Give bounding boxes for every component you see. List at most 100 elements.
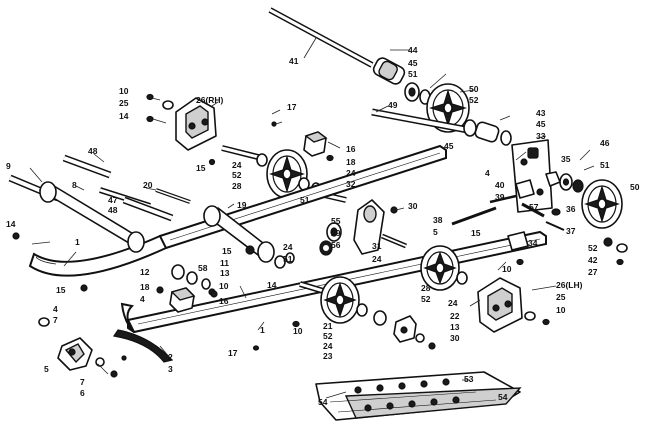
washer-13-mid bbox=[201, 278, 211, 290]
callout-51-c: 51 bbox=[600, 160, 610, 170]
shaft-41 bbox=[268, 7, 374, 68]
pivot-bracket-26rh bbox=[175, 97, 217, 151]
bracket-34 bbox=[507, 231, 529, 251]
callout-48-a: 48 bbox=[88, 146, 98, 156]
callout-24-a: 24 bbox=[232, 160, 242, 170]
callout-6: 6 bbox=[80, 388, 85, 398]
callout-17-b: 17 bbox=[228, 348, 238, 358]
callout-50-b: 50 bbox=[630, 182, 640, 192]
rod-48-upper bbox=[62, 154, 112, 179]
washer-4-left bbox=[38, 317, 50, 327]
callout-12: 12 bbox=[140, 267, 150, 277]
callout-54-b: 54 bbox=[498, 392, 508, 402]
callout-52-d: 52 bbox=[588, 243, 598, 253]
wear-strip-2 bbox=[112, 329, 174, 363]
callout-14-c: 14 bbox=[267, 280, 277, 290]
callout-4-a: 4 bbox=[485, 168, 490, 178]
callout-36: 36 bbox=[566, 204, 576, 214]
callout-14-a: 14 bbox=[119, 111, 129, 121]
bolt-37 bbox=[545, 221, 565, 231]
bolt-10-top-left bbox=[146, 93, 161, 101]
callout-4-c: 4 bbox=[53, 304, 58, 314]
callout-13-a: 13 bbox=[220, 268, 230, 278]
callout-30-b: 30 bbox=[450, 333, 460, 343]
callout-4-b: 4 bbox=[140, 294, 145, 304]
callout-51-b: 51 bbox=[300, 195, 310, 205]
callout-58: 58 bbox=[198, 263, 208, 273]
arm-8 bbox=[39, 181, 145, 253]
adjuster-block-40 bbox=[515, 179, 535, 199]
callout-57: 57 bbox=[529, 202, 539, 212]
washer-25-lh bbox=[524, 311, 536, 321]
callout-5-b: 5 bbox=[44, 364, 49, 374]
washer-24-mid bbox=[285, 252, 295, 264]
callout-7-b: 7 bbox=[80, 377, 85, 387]
callout-48-b: 48 bbox=[108, 205, 118, 215]
bolt-6 bbox=[110, 370, 118, 378]
callout-54-a: 54 bbox=[318, 397, 328, 407]
pin-38 bbox=[451, 206, 497, 226]
callout-1-b: 1 bbox=[260, 325, 265, 335]
callout-15-c: 15 bbox=[56, 285, 66, 295]
callout-26-rh: 26(RH) bbox=[196, 95, 224, 105]
bolt-30-mid bbox=[390, 206, 405, 214]
washer-25-top-left bbox=[162, 100, 174, 110]
screw-17-lower bbox=[252, 345, 260, 351]
bolt-15-top bbox=[208, 158, 216, 166]
nut-18-top bbox=[326, 154, 334, 162]
bolt-10-center bbox=[292, 320, 300, 328]
idler-wheel-50-lower bbox=[581, 179, 623, 229]
screw-17-top bbox=[271, 121, 283, 127]
washer-24-upper bbox=[256, 153, 268, 167]
callout-28-b: 28 bbox=[421, 283, 431, 293]
callout-45: 45 bbox=[408, 58, 418, 68]
callout-25-b: 25 bbox=[556, 292, 566, 302]
callout-39: 39 bbox=[495, 192, 505, 202]
washer-45-mid bbox=[500, 130, 512, 146]
callout-3: 3 bbox=[168, 364, 173, 374]
washer-42 bbox=[616, 243, 628, 253]
callout-38: 38 bbox=[433, 215, 443, 225]
callout-34: 34 bbox=[528, 238, 538, 248]
bushing-15-mid bbox=[245, 245, 255, 255]
bolt-15-lower-left bbox=[80, 284, 88, 292]
bolt-10-lh bbox=[542, 318, 550, 326]
bolt-36 bbox=[551, 208, 561, 216]
callout-22: 22 bbox=[450, 311, 460, 321]
callout-25-a: 25 bbox=[119, 98, 129, 108]
callout-16-a: 16 bbox=[346, 144, 356, 154]
pivot-bracket-26lh bbox=[477, 277, 523, 333]
callout-16-b: 16 bbox=[219, 296, 229, 306]
callout-52-b: 52 bbox=[232, 170, 242, 180]
bushing-52-lower bbox=[356, 303, 368, 317]
callout-33: 33 bbox=[536, 131, 546, 141]
callout-30-a: 30 bbox=[408, 201, 418, 211]
callout-56: 56 bbox=[331, 240, 341, 250]
callout-10-e: 10 bbox=[293, 326, 303, 336]
callout-50: 50 bbox=[469, 84, 479, 94]
bolt-27 bbox=[616, 258, 624, 266]
spacer-43 bbox=[474, 121, 500, 143]
arm-29 bbox=[353, 199, 385, 255]
idler-wheel-50-upper bbox=[426, 83, 470, 133]
block-16-top bbox=[303, 131, 328, 157]
idler-wheel-28-upper bbox=[266, 149, 308, 199]
callout-42: 42 bbox=[588, 255, 598, 265]
track-53 bbox=[315, 371, 522, 421]
callout-51: 51 bbox=[408, 69, 418, 79]
callout-46: 46 bbox=[600, 138, 610, 148]
callout-52-c: 52 bbox=[421, 294, 431, 304]
bushing-51-mid bbox=[274, 255, 286, 269]
bushing-52-right bbox=[603, 237, 613, 247]
callout-37: 37 bbox=[566, 226, 576, 236]
washer-24-lower bbox=[373, 310, 387, 326]
washer-24-lower-right bbox=[456, 271, 468, 285]
bolt-10-mid-right bbox=[516, 258, 524, 266]
callout-10-a: 10 bbox=[119, 86, 129, 96]
idler-wheel-21 bbox=[320, 276, 360, 324]
adjuster-screw-57 bbox=[521, 202, 545, 218]
idler-wheel-28-lower bbox=[420, 245, 460, 291]
callout-23: 23 bbox=[323, 351, 333, 361]
callout-27: 27 bbox=[588, 267, 598, 277]
